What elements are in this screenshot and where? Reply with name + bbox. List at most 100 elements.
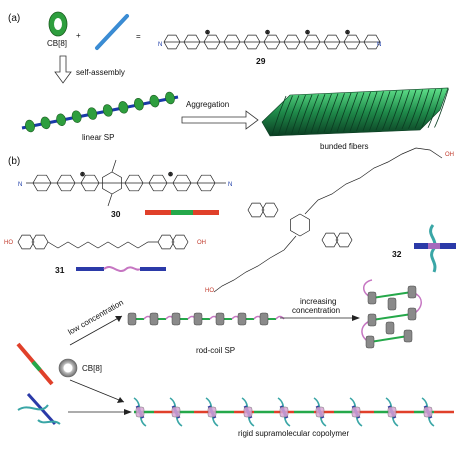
cb8-ring [387, 406, 397, 418]
linear-sp-label: linear SP [82, 133, 114, 142]
fiber-strand [356, 91, 371, 132]
benzene-ring [321, 232, 339, 248]
plus-sign: + [76, 31, 81, 40]
cb8-ring [315, 406, 325, 418]
benzene-ring [17, 234, 35, 250]
rod-coil-sp-chain [127, 312, 285, 326]
benzene-ring [196, 174, 216, 192]
atom-ho-31: HO [4, 240, 13, 246]
isopropyl-bond [107, 193, 113, 207]
fiber-strand [421, 88, 436, 129]
cb8-ring [207, 406, 217, 418]
n-plus-charge: ⊕ [205, 30, 210, 36]
cb8-ring [387, 297, 397, 311]
rod-icon [95, 14, 129, 50]
fiber-strand [388, 90, 404, 130]
cb8-ring [365, 335, 375, 349]
compound-31-rod-coil-icon [76, 266, 166, 272]
compound-29-label: 29 [256, 56, 266, 66]
cb8-grey-label: CB[8] [82, 364, 102, 373]
fiber-strand [362, 91, 378, 131]
cb8-ring [407, 285, 417, 299]
cb8-bead [56, 113, 67, 126]
fiber-strand [304, 94, 319, 134]
cb8-ring [135, 406, 145, 418]
ether-chain-top [304, 147, 443, 215]
fiber-strand [284, 95, 300, 135]
concentration-label: concentration [292, 306, 340, 315]
fiber-strand [271, 95, 287, 136]
benzene-ring [335, 232, 353, 248]
n-plus-charge: ⊕ [168, 172, 173, 178]
increasing-conc-arrow [280, 315, 360, 321]
fiber-strand [323, 93, 339, 133]
fiber-strand [401, 89, 417, 130]
cb8-bead [87, 107, 98, 120]
fiber-strand [349, 92, 365, 132]
benzene-ring [223, 34, 241, 50]
fiber-strand [336, 92, 352, 133]
benzene-ring [183, 34, 201, 50]
compound-30-rod-icon [145, 210, 219, 215]
fiber-strand [291, 94, 306, 135]
cb8-ring [403, 329, 413, 343]
fiber-strand [278, 95, 293, 135]
cb8-ring [215, 312, 225, 326]
self-assembly-label: self-assembly [76, 68, 125, 77]
rigid-copolymer-chain [133, 397, 454, 427]
benzene-ring [31, 234, 49, 250]
compound-32-label: 32 [392, 249, 402, 259]
benzene-ring [172, 174, 192, 192]
rod-30-icon [16, 342, 54, 386]
cb8-ring-icon [48, 11, 68, 37]
n-plus-charge: ⊕ [345, 30, 350, 36]
rod-coil-label: rod-coil SP [196, 346, 235, 355]
fiber-strand [414, 89, 430, 129]
fiber-strand [297, 94, 313, 134]
benzene-ring [56, 174, 76, 192]
compound-32-icon [414, 224, 456, 273]
cb8-ring [259, 312, 269, 326]
cb8-bead [40, 116, 51, 130]
benzene-ring [32, 174, 52, 192]
compound-30-structure: ⊕⊕ [26, 159, 226, 207]
benzene-ring [203, 34, 221, 50]
compound-31-structure [17, 234, 189, 250]
atom-ho-32: HO [205, 288, 214, 294]
compound-29-structure: ⊕⊕⊕⊕ [163, 30, 381, 50]
benzene-ring [283, 34, 301, 50]
benzene-ring [343, 34, 361, 50]
atom-oh-32: OH [445, 152, 454, 158]
copolymer-arrow [68, 379, 132, 415]
cb8-ring [237, 312, 247, 326]
copolymer-label: rigid supramolecular copolymer [238, 429, 349, 438]
fiber-strand [343, 92, 358, 132]
rod-segments [369, 291, 413, 343]
cb8-ring [407, 307, 417, 321]
benzene-ring [363, 34, 381, 50]
cb8-ring [149, 312, 159, 326]
benzene-ring [148, 174, 168, 192]
linear-sp-chain [21, 91, 179, 133]
compound-31-label: 31 [55, 265, 65, 275]
benzene-ring [80, 174, 100, 192]
atom-n-left: N [158, 42, 162, 48]
increasing-label: increasing [300, 297, 336, 306]
cb8-bead [165, 91, 175, 105]
cb8-grey-ring-icon [58, 358, 78, 378]
cb8-ring [193, 312, 203, 326]
cb8-ring [171, 312, 181, 326]
n-plus-charge: ⊕ [305, 30, 310, 36]
panel-a-label: (a) [8, 13, 20, 24]
cb8-ring [171, 406, 181, 418]
aggregation-label: Aggregation [186, 100, 229, 109]
benzene-ring [243, 34, 261, 50]
equals-sign: = [136, 32, 141, 41]
cb8-bead [25, 119, 35, 133]
benzene-ring [163, 34, 181, 50]
cb8-ring [367, 313, 377, 327]
fibers-label: bunded fibers [320, 142, 368, 151]
benzene-ring [290, 213, 310, 237]
cb8-ring [351, 406, 361, 418]
